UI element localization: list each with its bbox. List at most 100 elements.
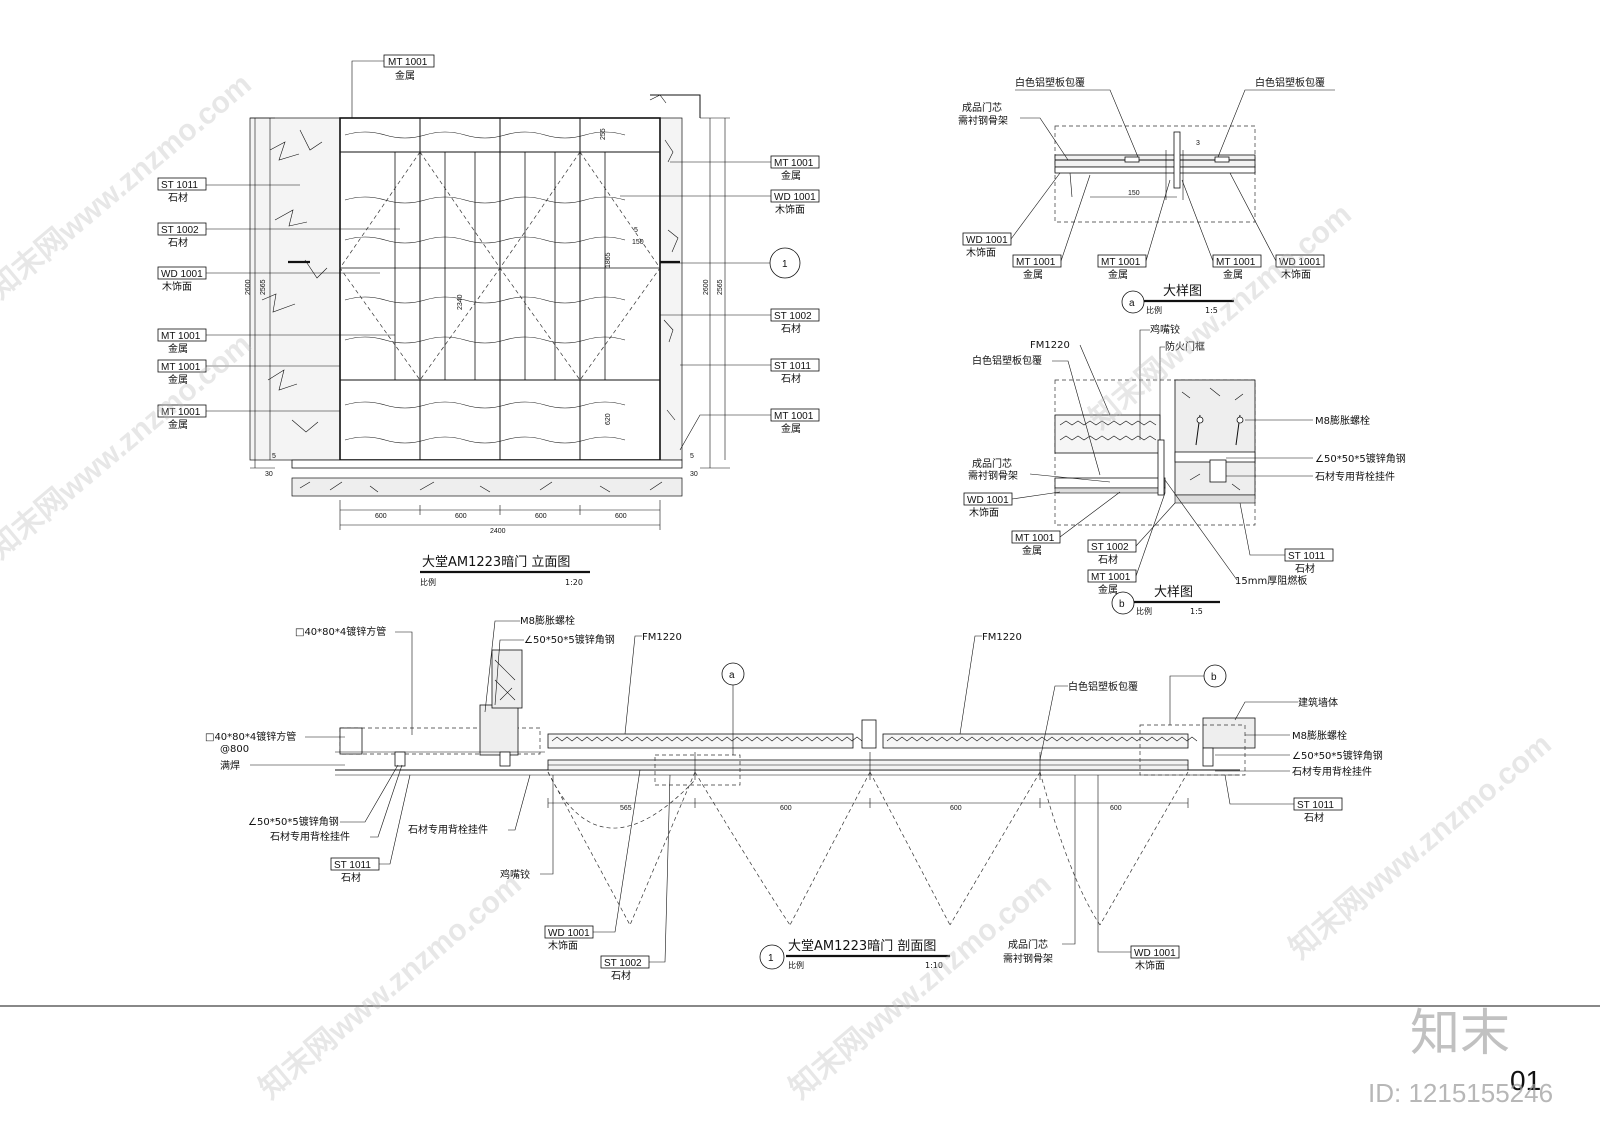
dim-bottom-2: 600 bbox=[455, 513, 467, 520]
dim-bottom-1: 600 bbox=[375, 513, 387, 520]
dim-inner-mid: 1865 bbox=[605, 252, 612, 268]
detail-a-tag-4-name: 金属 bbox=[1223, 268, 1243, 281]
right-tag-5-name: 金属 bbox=[781, 422, 801, 435]
dim-bottom-total: 2400 bbox=[490, 528, 506, 535]
dim-left-total: 2600 bbox=[245, 279, 252, 295]
detail-b-tag-5-code: ST 1011 bbox=[1288, 551, 1325, 562]
right-tag-2-code: WD 1001 bbox=[774, 192, 816, 203]
dim-inner-bottom: 620 bbox=[605, 413, 612, 425]
section-label-left-6: 石材专用背栓挂件 bbox=[270, 830, 350, 843]
section-marker-a: a bbox=[729, 670, 735, 681]
brand-logo: 知末 bbox=[1410, 1004, 1510, 1062]
right-tag-4-name: 石材 bbox=[781, 372, 801, 385]
section-label-right-3: 石材专用背栓挂件 bbox=[1292, 765, 1372, 778]
detail-a-label-3: 成品门芯 bbox=[962, 101, 1002, 114]
detail-b-label-bottom: 15mm厚阻燃板 bbox=[1235, 574, 1307, 587]
right-tag-1-code: MT 1001 bbox=[774, 158, 814, 169]
detail-b-tag-1-name: 木饰面 bbox=[969, 506, 999, 519]
section-label-left-4: 满焊 bbox=[220, 760, 240, 772]
section-dim-4: 600 bbox=[1110, 805, 1122, 812]
section-label-bottom-1: 石材专用背栓挂件 bbox=[408, 823, 488, 836]
left-tag-4-name: 金属 bbox=[168, 342, 188, 355]
elevation-callout: 1 bbox=[782, 259, 788, 270]
detail-b-label-top-1: 鸡嘴铰 bbox=[1150, 323, 1180, 336]
dim-right-total: 2600 bbox=[703, 279, 710, 295]
detail-a-label-4: 需衬钢骨架 bbox=[958, 114, 1008, 127]
left-tag-3-name: 木饰面 bbox=[162, 280, 192, 293]
detail-b-scale: 1:5 bbox=[1190, 607, 1203, 616]
detail-b-label-left-1: FM1220 bbox=[1030, 340, 1070, 351]
elevation-left-tags: ST 1011 石材 ST 1002 石材 WD 1001 木饰面 MT 100… bbox=[157, 177, 400, 431]
detail-b-label-right-1: M8膨胀螺栓 bbox=[1315, 414, 1370, 427]
dim-left-height: 2565 bbox=[260, 279, 267, 295]
dim-bottom-4: 600 bbox=[615, 513, 627, 520]
left-tag-3-code: WD 1001 bbox=[161, 269, 203, 280]
detail-a-dim: 150 bbox=[1128, 190, 1140, 197]
detail-b-tag-3-name: 石材 bbox=[1098, 553, 1118, 566]
detail-b-tag-4-code: MT 1001 bbox=[1091, 572, 1131, 583]
section-tag-1-code: ST 1011 bbox=[1297, 800, 1334, 811]
section-tag-4-code: WD 1001 bbox=[1134, 948, 1176, 959]
dim-left-gap: 5 bbox=[272, 453, 276, 460]
elevation-right-tags: MT 1001 金属 WD 1001 木饰面 ST 1002 石材 ST 101… bbox=[620, 155, 820, 451]
dim-inner-gap: 5 bbox=[634, 227, 638, 234]
left-tag-4-code: MT 1001 bbox=[161, 331, 201, 342]
elevation-scale: 1:20 bbox=[565, 578, 583, 587]
detail-b-label-top-2: 防火门框 bbox=[1165, 340, 1205, 353]
right-tag-3-name: 石材 bbox=[781, 322, 801, 335]
sheet-id: ID: 1215155246 bbox=[1368, 1078, 1553, 1108]
section-tag-2-name: 木饰面 bbox=[548, 939, 578, 952]
detail-a-title: 大样图 bbox=[1163, 284, 1202, 299]
left-tag-5-code: MT 1001 bbox=[161, 362, 201, 373]
watermark-5: 知末网www.znzmo.com bbox=[0, 328, 258, 566]
detail-a-dim-small: 3 bbox=[1196, 140, 1200, 147]
right-tag-4-code: ST 1011 bbox=[774, 361, 811, 372]
section-label-top-6: 建筑墙体 bbox=[1298, 696, 1338, 709]
detail-b-marker: b bbox=[1119, 599, 1125, 610]
detail-a-tag-3-name: 金属 bbox=[1108, 268, 1128, 281]
dim-inner-top: 255 bbox=[600, 128, 607, 140]
watermark-6: 知末网www.znzmo.com bbox=[1283, 728, 1557, 966]
section-drawing: 565 600 600 600 a b □40*80*4镀锌方管 □40*80*… bbox=[205, 614, 1383, 982]
watermark-2: 知末网www.znzmo.com bbox=[253, 868, 527, 1106]
left-tag-6-name: 金属 bbox=[168, 418, 188, 431]
detail-b-drawing: FM1220 白色铝塑板包覆 成品门芯 需衬钢骨架 鸡嘴铰 防火门框 M8膨胀螺… bbox=[963, 323, 1406, 616]
detail-a-marker: a bbox=[1129, 298, 1135, 309]
section-label-bottom-3: 成品门芯 bbox=[1008, 938, 1048, 951]
left-tag-2-name: 石材 bbox=[168, 236, 188, 249]
dim-right-height: 2565 bbox=[717, 279, 724, 295]
detail-a-scale: 1:5 bbox=[1205, 306, 1218, 315]
section-tag-5-code: ST 1011 bbox=[334, 860, 371, 871]
detail-b-label-right-3: 石材专用背栓挂件 bbox=[1315, 470, 1395, 483]
section-tag-5-name: 石材 bbox=[341, 871, 361, 884]
detail-a-tag-2-name: 金属 bbox=[1023, 268, 1043, 281]
section-label-top-1: M8膨胀螺栓 bbox=[520, 614, 575, 627]
section-scale: 1:10 bbox=[925, 961, 943, 970]
dim-inner-offset: 150 bbox=[632, 239, 644, 246]
section-tag-4-name: 木饰面 bbox=[1135, 959, 1165, 972]
elevation-drawing: 2600 2565 5 30 2600 2565 5 30 255 1865 2… bbox=[157, 54, 820, 587]
section-label-bottom-2: 鸡嘴铰 bbox=[500, 868, 530, 881]
section-label-left-3: @800 bbox=[220, 744, 249, 755]
section-label-left-1: □40*80*4镀锌方管 bbox=[295, 625, 386, 638]
detail-b-tag-5-name: 石材 bbox=[1295, 562, 1315, 575]
detail-a-tag-1-code: WD 1001 bbox=[966, 235, 1008, 246]
section-title: 大堂AM1223暗门 剖面图 bbox=[788, 939, 936, 954]
watermark-1: 知末网www.znzmo.com bbox=[0, 68, 258, 306]
section-label-top-4: FM1220 bbox=[982, 632, 1022, 643]
detail-b-label-left-3: 成品门芯 bbox=[972, 457, 1012, 470]
detail-b-title: 大样图 bbox=[1154, 585, 1193, 600]
right-tag-5-code: MT 1001 bbox=[774, 411, 814, 422]
right-tag-2-name: 木饰面 bbox=[775, 203, 805, 216]
tag-top-code: MT 1001 bbox=[388, 57, 428, 68]
page-number: 01 bbox=[1510, 1065, 1541, 1096]
section-dim-3: 600 bbox=[950, 805, 962, 812]
section-tag-3-code: ST 1002 bbox=[604, 958, 642, 969]
detail-a-scale-label: 比例 bbox=[1146, 305, 1162, 315]
section-scale-label: 比例 bbox=[788, 960, 804, 970]
dim-left-base: 30 bbox=[265, 471, 273, 478]
detail-a-tag-4-code: MT 1001 bbox=[1216, 257, 1256, 268]
detail-a-tag-5-code: WD 1001 bbox=[1279, 257, 1321, 268]
section-tag-2-code: WD 1001 bbox=[548, 928, 590, 939]
section-marker: 1 bbox=[768, 953, 774, 964]
